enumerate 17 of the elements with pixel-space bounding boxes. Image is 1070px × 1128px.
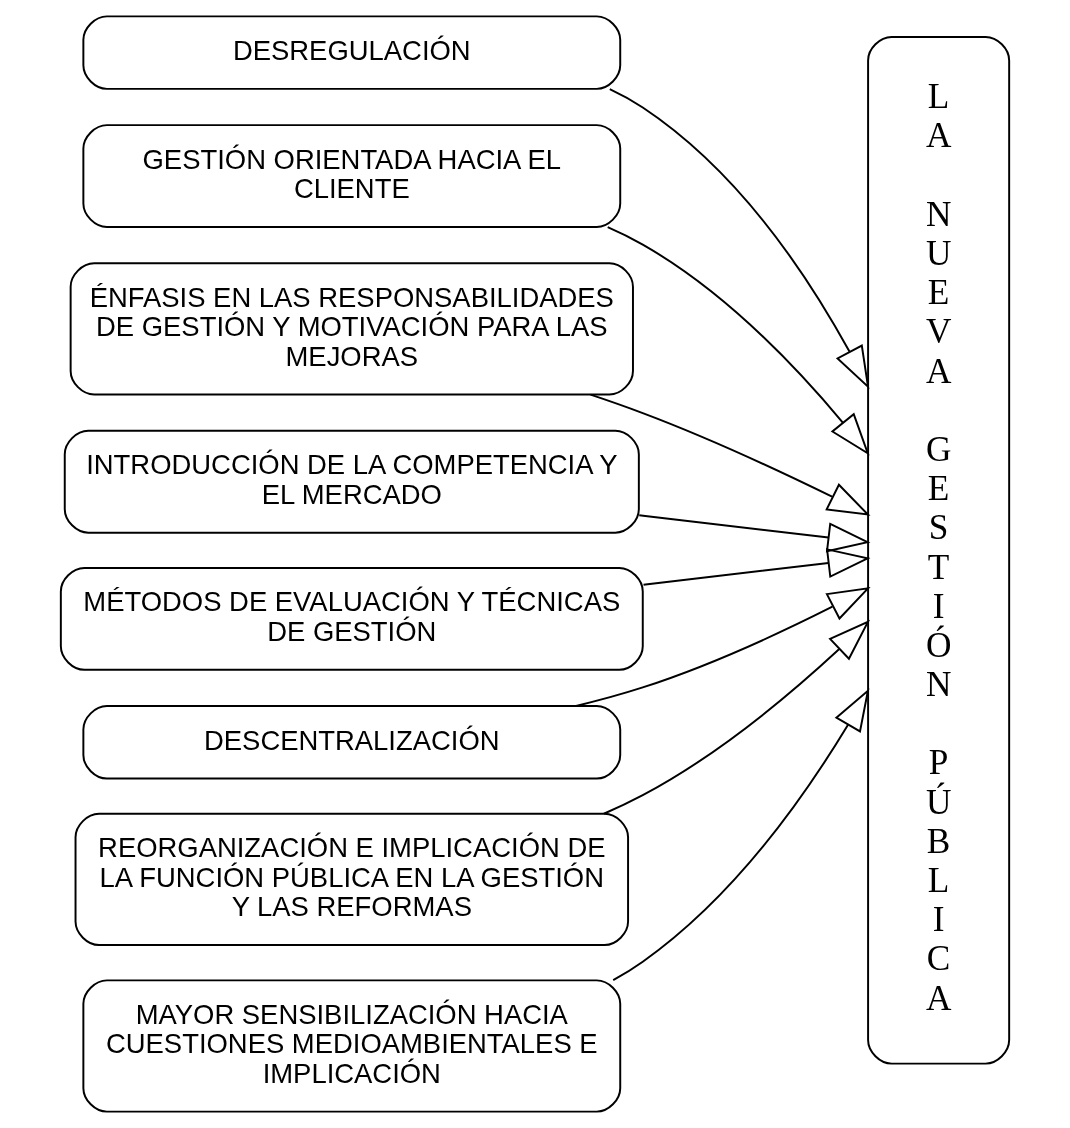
node-box: REORGANIZACIÓN E IMPLICACIÓN DE LA FUNCIÓN PÚBLICA EN LA GESTIÓN Y LAS REFORMAS	[74, 812, 630, 947]
node-box: DESCENTRALIZACIÓN	[82, 705, 622, 780]
arrow	[606, 226, 870, 456]
node-box: MAYOR SENSIBILIZACIÓN HACIA CUESTIONES MEDIOAMBIENTALES E IMPLICACIÓN	[82, 979, 622, 1113]
arrow	[638, 514, 871, 553]
node-box: MÉTODOS DE EVALUACIÓN Y TÉCNICAS DE GESTIÓN	[59, 566, 644, 671]
node-box: LA NUEVA GESTIÓN PÚBLICA	[867, 35, 1011, 1065]
arrow	[608, 88, 870, 390]
arrow	[602, 619, 871, 815]
node-box: DESREGULACIÓN	[82, 15, 622, 90]
arrow	[642, 548, 871, 586]
arrow	[612, 688, 870, 982]
node-box: ÉNFASIS EN LAS RESPONSABILIDADES DE GESTIÓN Y MOTIVACIÓN PARA LAS MEJORAS	[69, 262, 634, 396]
node-box: INTRODUCCIÓN DE LA COMPETENCIA Y EL MERCADO	[63, 429, 640, 534]
arrow	[575, 586, 871, 707]
arrow	[589, 393, 871, 516]
node-box: GESTIÓN ORIENTADA HACIA EL CLIENTE	[82, 124, 622, 228]
